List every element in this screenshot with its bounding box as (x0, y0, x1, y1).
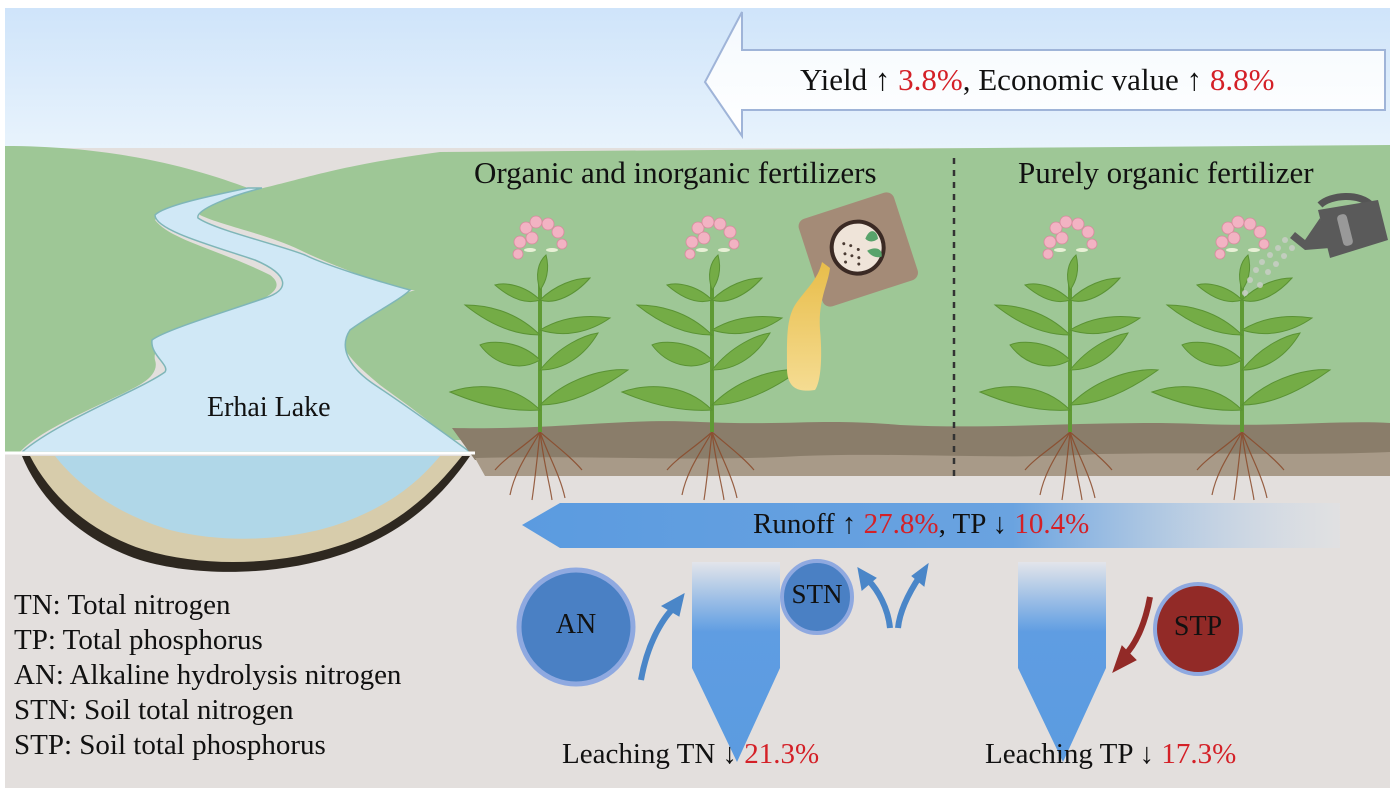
runoff-text: Runoff (753, 508, 835, 540)
separator: , (962, 62, 971, 97)
lake-label: Erhai Lake (207, 392, 331, 423)
lake-water (55, 456, 440, 539)
leaching-tn-text: Leaching TN (562, 738, 716, 770)
legend-item: TP: Total phosphorus (14, 624, 263, 656)
leaching-tn-arrow (692, 562, 780, 762)
runoff-tp-text: TP (952, 508, 986, 540)
tobacco-plant-icon (1150, 215, 1332, 501)
watering-can-icon (1242, 193, 1388, 296)
tobacco-plant-icon (978, 215, 1160, 501)
economic-up-arrow-icon: ↑ (1186, 62, 1203, 97)
yield-label: Yield (800, 62, 868, 97)
leaching-tn-value: 21.3% (744, 738, 820, 770)
separator: , (938, 508, 946, 540)
leaching-tn-label: Leaching TN ↓ 21.3% (562, 738, 819, 771)
an-circle (516, 567, 636, 687)
legend-item: AN: Alkaline hydrolysis nitrogen (14, 659, 402, 691)
runoff-tp-down-arrow-icon: ↓ (992, 508, 1008, 540)
stp-to-leaching-arrow (1112, 596, 1153, 674)
topsoil-light (475, 452, 1390, 476)
fertilizer-stream (786, 262, 830, 391)
leaching-tn-down-arrow-icon: ↓ (722, 738, 738, 770)
runoff-tp-value: 10.4% (1014, 508, 1090, 540)
leaching-tp-down-arrow-icon: ↓ (1139, 738, 1155, 770)
fertilizer-bag-icon (798, 192, 918, 307)
leaching-tp-arrow (1018, 562, 1106, 762)
yield-value: 3.8% (898, 62, 963, 97)
legend-item: TN: Total nitrogen (14, 589, 231, 621)
topsoil-dark (452, 421, 1390, 460)
economic-value-label: Economic value (978, 62, 1179, 97)
an-to-leaching-arrow (638, 593, 685, 681)
left-hill (5, 146, 277, 452)
legend-item: STN: Soil total nitrogen (14, 694, 294, 726)
legend-item: STP: Soil total phosphorus (14, 729, 326, 761)
tobacco-plant-icon (620, 215, 802, 501)
runoff-value: 27.8% (863, 508, 939, 540)
right-section-title: Purely organic fertilizer (1018, 155, 1314, 190)
benefit-label: Yield ↑ 3.8%, Economic value ↑ 8.8% (800, 62, 1274, 98)
left-section-title: Organic and inorganic fertilizers (474, 155, 877, 190)
stn-circle (780, 559, 854, 635)
field-grass (200, 145, 1390, 440)
stn-up-arrow-right (895, 562, 929, 629)
leaching-tp-label: Leaching TP ↓ 17.3% (985, 738, 1236, 771)
stn-up-arrow-left (857, 567, 893, 629)
stp-label: STP (1173, 611, 1223, 642)
stn-label: STN (791, 579, 843, 609)
stp-circle (1153, 582, 1243, 676)
runoff-label: Runoff ↑ 27.8%, TP ↓ 10.4% (753, 508, 1089, 541)
tobacco-plant-icon (448, 215, 630, 501)
abbreviation-legend: TN: Total nitrogen TP: Total phosphorus … (14, 588, 401, 763)
leaching-tp-text: Leaching TP (985, 738, 1133, 770)
runoff-up-arrow-icon: ↑ (841, 508, 857, 540)
economic-value: 8.8% (1209, 62, 1275, 97)
an-label: AN (555, 609, 597, 640)
yield-up-arrow-icon: ↑ (874, 62, 891, 97)
runoff-arrow (522, 503, 1340, 548)
benefit-arrow (703, 11, 1386, 140)
leaching-tp-value: 17.3% (1161, 738, 1237, 770)
